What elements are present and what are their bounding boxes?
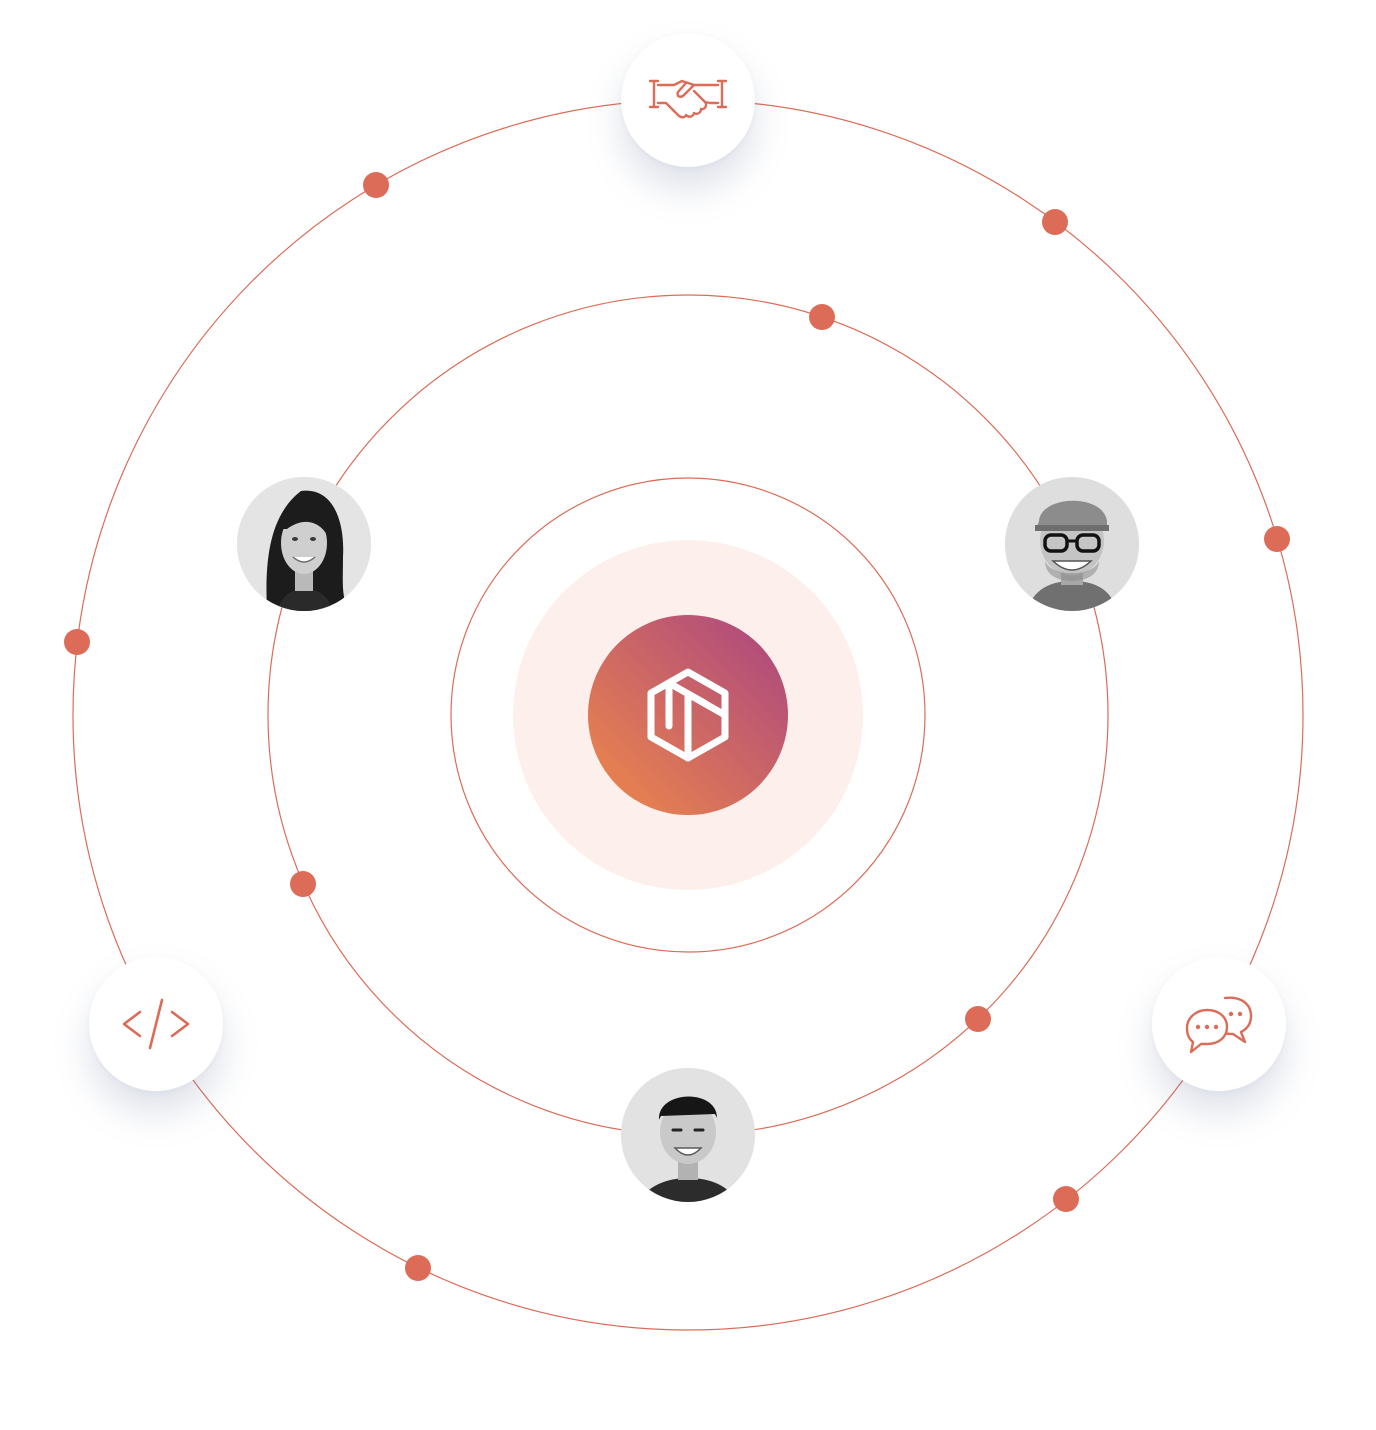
avatar-young-man <box>621 1068 755 1202</box>
orbit-dot <box>809 304 835 330</box>
orbit-dot <box>363 172 389 198</box>
orbit-dot <box>405 1255 431 1281</box>
code-node[interactable] <box>89 957 223 1091</box>
middle-ring-dots <box>290 304 991 1032</box>
code-icon <box>122 998 190 1050</box>
orbit-dot <box>1053 1186 1079 1212</box>
orbit-dot <box>1264 526 1290 552</box>
handshake-icon <box>648 79 728 119</box>
orbit-dot <box>1042 209 1068 235</box>
avatar-woman <box>237 477 371 611</box>
orbit-dot <box>965 1006 991 1032</box>
chat-bubbles-icon <box>1185 996 1253 1054</box>
stacked-cube-logo-icon <box>647 668 729 762</box>
orbit-dot <box>64 629 90 655</box>
avatar-man-cap <box>1005 477 1139 611</box>
chat-node[interactable] <box>1152 957 1286 1091</box>
orbit-dot <box>290 871 316 897</box>
inner-ring <box>450 477 926 953</box>
handshake-node[interactable] <box>621 33 755 167</box>
outer-ring-dots <box>64 172 1290 1281</box>
